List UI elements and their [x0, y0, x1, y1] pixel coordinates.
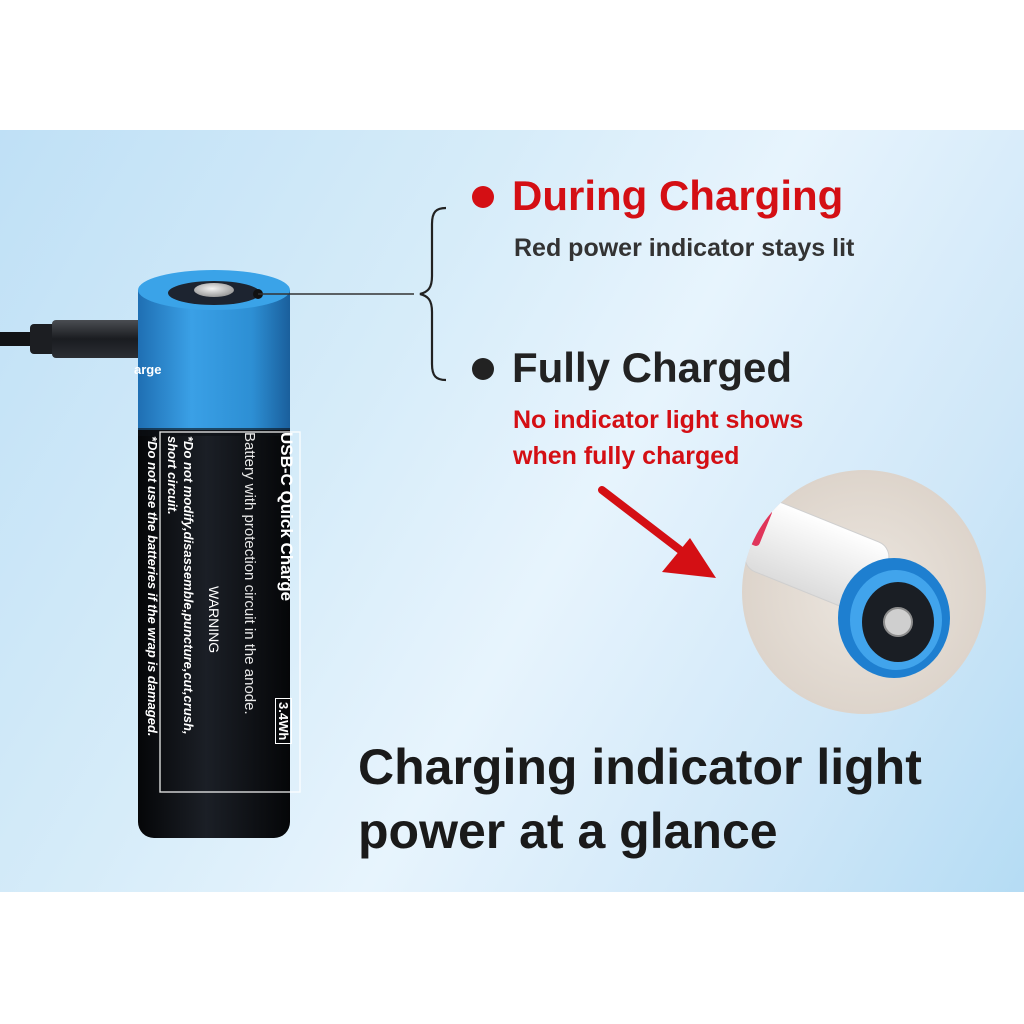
during-charging-title: During Charging: [512, 172, 844, 219]
fully-charged-dot: [472, 358, 494, 380]
battery-warning-line2: short circuit.: [165, 436, 180, 515]
red-arrow-icon: [598, 486, 716, 578]
fully-charged-description-line1: No indicator light shows: [513, 406, 804, 434]
charging-status-dot: [472, 186, 494, 208]
battery-warning-line1: *Do not modify,disassemble,puncture,cut,…: [181, 436, 196, 735]
tagline-line1: Charging indicator light: [358, 739, 922, 795]
battery-label-title: USB-C Quick Charge: [277, 432, 296, 602]
battery-capacity-badge: 3.4Wh: [275, 698, 292, 745]
during-charging-description: Red power indicator stays lit: [514, 234, 855, 262]
product-panel: arge USB-C Quick Charge Battery with pro…: [0, 130, 1024, 892]
battery-warning-line3: *Do not use the batteries if the wrap is…: [145, 436, 160, 737]
fully-charged-description-line2: when fully charged: [513, 442, 740, 470]
fully-charged-title: Fully Charged: [512, 344, 793, 391]
battery-band-text: arge: [134, 362, 162, 377]
charging-photo: [742, 470, 986, 714]
battery-warning-heading: WARNING: [206, 586, 222, 654]
tagline-line2: power at a glance: [358, 803, 778, 859]
battery-label-subtitle: Battery with protection circuit in the a…: [241, 432, 258, 715]
indicator-bracket: [253, 206, 447, 382]
battery-illustration: [138, 270, 301, 838]
